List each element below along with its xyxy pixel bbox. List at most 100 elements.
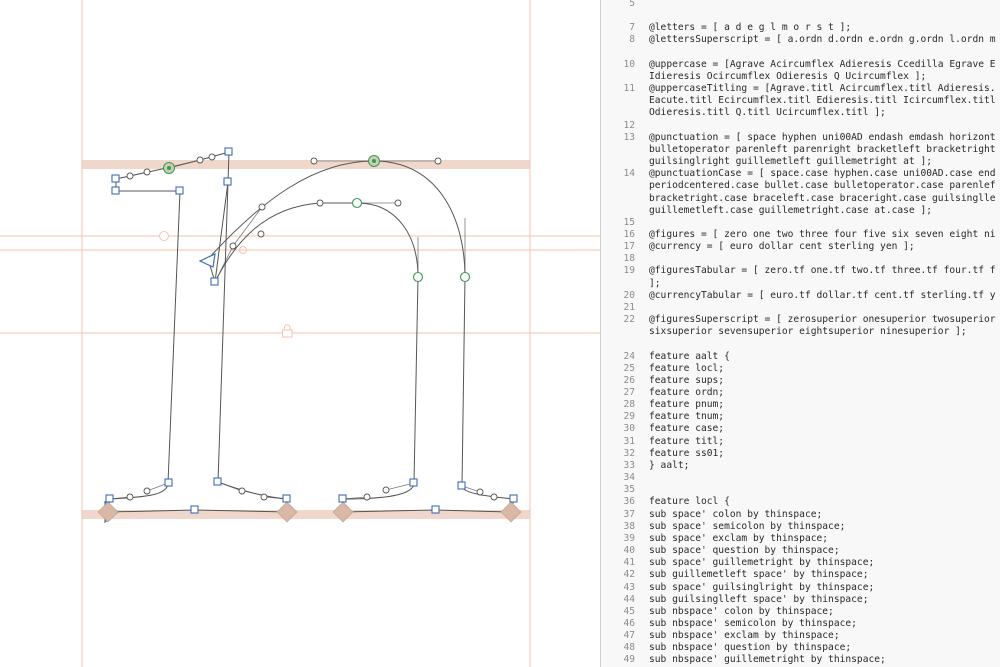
code-text[interactable]: @letters = [ a d e g l m o r s t ]; [649, 22, 852, 34]
code-line[interactable]: 8@lettersSuperscript = [ a.ordn d.ordn e… [601, 34, 1000, 46]
code-text[interactable]: feature ordn; [649, 387, 725, 398]
code-line[interactable]: 15 [601, 217, 1000, 229]
code-text[interactable]: Odieresis.titl Q.titl Ucircumflex.titl ]… [649, 107, 886, 119]
code-text[interactable]: sub space' guillemetright by thinspace; [649, 557, 875, 569]
code-text[interactable]: bulletoperator parenleft parenright brac… [649, 143, 996, 155]
code-line[interactable]: 13@punctuation = [ space hyphen uni00AD … [601, 132, 1000, 144]
code-text[interactable]: @lettersSuperscript = [ a.ordn d.ordn e.… [649, 34, 996, 46]
code-text[interactable]: @punctuation = [ space hyphen uni00AD en… [649, 131, 996, 143]
start-arrow-icon[interactable] [198, 252, 216, 268]
code-line[interactable]: Eacute.titl Ecircumflex.titl Edieresis.t… [601, 95, 1000, 107]
glyph-outline-svg[interactable] [0, 0, 600, 667]
corner-nodes[interactable] [105, 147, 518, 514]
smooth-nodes[interactable] [163, 155, 471, 283]
code-line[interactable]: 35 [601, 484, 1000, 496]
code-text[interactable]: sub space' question by thinspace; [649, 545, 840, 557]
code-text[interactable]: @uppercaseTitling = [Agrave.titl Acircum… [649, 83, 996, 95]
code-text[interactable]: @uppercase = [Agrave Acircumflex Adieres… [649, 58, 996, 70]
code-text[interactable]: periodcentered.case bullet.case bulletop… [649, 180, 996, 192]
code-line[interactable]: 14@punctuationCase = [ space.case hyphen… [601, 168, 1000, 180]
code-line[interactable]: ]; [601, 278, 1000, 290]
code-text[interactable]: sub nbspace' exclam by thinspace; [649, 630, 840, 642]
code-text[interactable]: feature aalt { [649, 350, 730, 362]
code-text[interactable]: @currencyTabular = [ euro.tf dollar.tf c… [649, 289, 996, 301]
code-text[interactable]: feature locl { [649, 496, 730, 508]
code-text[interactable]: sub guilsinglleft space' by thinspace; [649, 593, 869, 605]
lock-icon[interactable] [282, 324, 293, 338]
code-text[interactable]: sub guillemetleft space' by thinspace; [649, 569, 869, 581]
code-text[interactable]: sub nbspace' colon by thinspace; [649, 605, 834, 617]
code-line[interactable]: 33} aalt; [601, 460, 1000, 472]
code-text[interactable]: feature case; [649, 423, 725, 435]
code-line[interactable]: 12 [601, 120, 1000, 132]
code-line[interactable]: 10@uppercase = [Agrave Acircumflex Adier… [601, 59, 1000, 71]
code-line[interactable]: periodcentered.case bullet.case bulletop… [601, 180, 1000, 192]
glyph-contour[interactable] [107, 151, 515, 513]
code-text[interactable]: Eacute.titl Ecircumflex.titl Edieresis.t… [649, 95, 996, 107]
code-text[interactable]: @figuresSuperscript = [ zerosuperior one… [649, 314, 996, 326]
code-line[interactable]: 20@currencyTabular = [ euro.tf dollar.tf… [601, 290, 1000, 302]
code-text[interactable]: sub space' exclam by thinspace; [649, 532, 829, 544]
code-text[interactable]: feature titl; [649, 435, 725, 447]
code-line[interactable]: 16@figures = [ zero one two three four f… [601, 229, 1000, 241]
code-text[interactable]: sub nbspace' semicolon by thinspace; [649, 617, 857, 629]
code-text[interactable]: feature pnum; [649, 399, 725, 411]
code-line[interactable] [601, 338, 1000, 350]
code-text[interactable]: feature locl; [649, 362, 725, 374]
code-line[interactable]: bracketright.case braceleft.case braceri… [601, 193, 1000, 205]
code-line[interactable]: 18 [601, 253, 1000, 265]
code-text[interactable]: sixsuperior sevensuperior eightsuperior … [649, 326, 967, 338]
code-line[interactable]: 34 [601, 472, 1000, 484]
code-line[interactable]: 22@figuresSuperscript = [ zerosuperior o… [601, 314, 1000, 326]
code-text[interactable]: feature sups; [649, 374, 725, 386]
anchor-circle-icon[interactable] [239, 246, 247, 254]
code-line[interactable]: 21 [601, 302, 1000, 314]
code-text[interactable]: ]; [649, 277, 661, 289]
code-text[interactable]: sub nbspace' question by thinspace; [649, 642, 852, 654]
code-line[interactable]: guilsinglright guillemetleft guillemetri… [601, 156, 1000, 168]
code-line[interactable]: Idieresis Ocircumflex Odieresis Q Ucircu… [601, 71, 1000, 83]
code-text[interactable]: guilsinglright guillemetleft guillemetri… [649, 156, 933, 168]
code-line[interactable]: 17@currency = [ euro dollar cent sterlin… [601, 241, 1000, 253]
code-text[interactable]: feature ss01; [649, 447, 725, 459]
code-line[interactable]: bulletoperator parenleft parenright brac… [601, 144, 1000, 156]
code-text[interactable]: sub nbspace' guillemetright by thinspace… [649, 654, 886, 666]
code-text[interactable]: @punctuationCase = [ space.case hyphen.c… [649, 168, 996, 180]
code-line[interactable]: 11@uppercaseTitling = [Agrave.titl Acirc… [601, 83, 1000, 95]
selected-nodes[interactable] [97, 501, 522, 523]
anchor-circle-icon[interactable] [159, 231, 169, 241]
code-text[interactable]: @figuresTabular = [ zero.tf one.tf two.t… [649, 265, 996, 277]
code-line[interactable]: 19@figuresTabular = [ zero.tf one.tf two… [601, 265, 1000, 277]
pane-divider[interactable] [600, 0, 601, 667]
code-line[interactable]: Odieresis.titl Q.titl Ucircumflex.titl ]… [601, 107, 1000, 119]
code-line[interactable]: guillemetleft.case guillemetright.case a… [601, 205, 1000, 217]
glyph-editor-canvas[interactable] [0, 0, 600, 667]
code-text[interactable]: sub space' guilsinglright by thinspace; [649, 581, 875, 593]
code-text[interactable]: guillemetleft.case guillemetright.case a… [649, 204, 933, 216]
code-line[interactable]: 7@letters = [ a d e g l m o r s t ]; [601, 22, 1000, 34]
code-text[interactable]: @figures = [ zero one two three four fiv… [649, 228, 996, 240]
code-text[interactable]: sub space' colon by thinspace; [649, 508, 823, 520]
